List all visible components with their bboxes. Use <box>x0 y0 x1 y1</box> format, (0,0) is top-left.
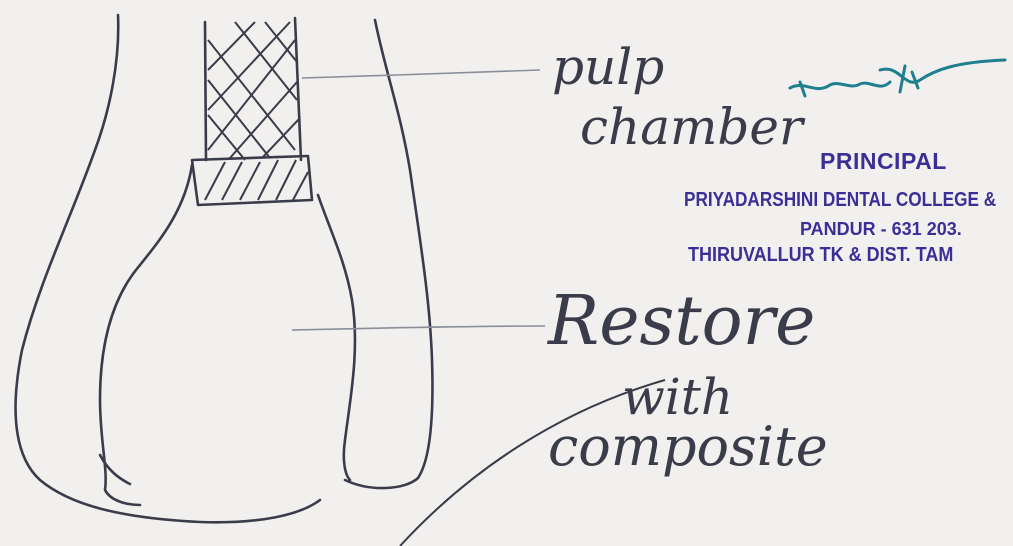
cavity-outline <box>100 165 192 505</box>
stamp-college: PRIYADARSHINI DENTAL COLLEGE & <box>684 190 996 210</box>
label-restore: Restore <box>548 288 815 356</box>
tooth-outline-left <box>16 15 320 522</box>
pulp-hatching <box>208 22 300 160</box>
stamp-address: PANDUR - 631 203. <box>800 220 962 238</box>
signature-mark <box>790 60 1005 96</box>
pulp-leader <box>302 70 540 78</box>
label-chamber: chamber <box>580 102 803 152</box>
tooth-outline-right <box>345 20 432 488</box>
label-composite: composite <box>548 420 828 474</box>
restore-leader <box>292 326 545 330</box>
canal-left-wall <box>205 22 206 160</box>
canal-right-wall <box>295 18 301 160</box>
core-hatching <box>205 160 308 200</box>
stamp-title: PRINCIPAL <box>820 150 947 173</box>
cavity-outline-right <box>318 195 355 480</box>
stamp-district: THIRUVALLUR TK & DIST. TAM <box>688 245 953 265</box>
label-pulp: pulp <box>552 42 664 92</box>
